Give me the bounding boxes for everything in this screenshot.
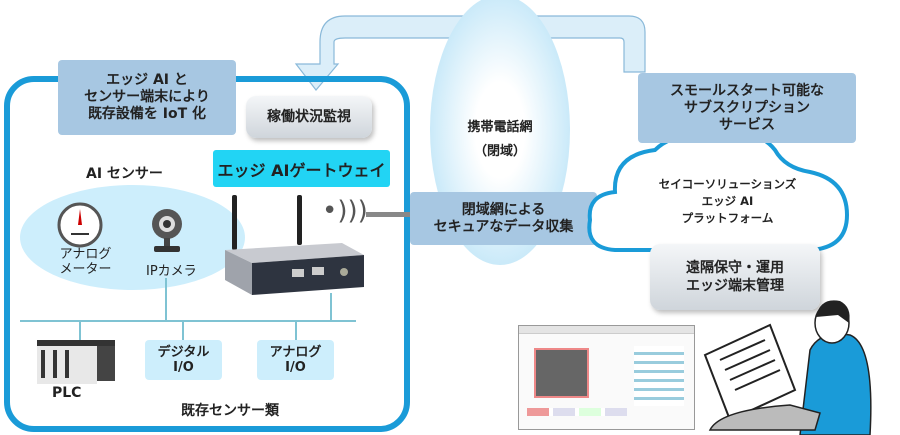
label-line: サブスクリプション — [684, 99, 810, 116]
mobile-network-subtitle: （閉域） — [473, 144, 526, 159]
sensor-bus — [20, 320, 356, 322]
bus-drop — [330, 293, 332, 321]
edge-ai-gateway-device — [225, 195, 364, 295]
secure-data-collection-label: 閉域網による セキュアなデータ収集 — [410, 192, 597, 245]
ip-camera-label: IPカメラ — [146, 264, 197, 279]
screenshot-camera-view — [534, 348, 589, 398]
label-line: セキュアなデータ収集 — [433, 218, 574, 235]
plc-icon — [37, 340, 115, 384]
label-line: エッジ端末管理 — [686, 278, 784, 294]
ip-camera-icon — [152, 209, 182, 252]
edge-ai-iot-label: エッジ AI と センサー端末により 既存設備を IoT 化 — [58, 60, 236, 135]
analog-meter-label: アナログ メーター — [48, 247, 123, 277]
wireless-signal-icon: •))) — [322, 196, 368, 226]
bus-drop — [79, 320, 81, 342]
analog-io-box: アナログ I/O — [257, 340, 334, 380]
operator-person-icon — [703, 300, 872, 435]
ai-sensor-group — [20, 185, 245, 290]
label-line: アナログ — [59, 247, 112, 262]
label-line: デジタル — [157, 345, 210, 360]
label-line: セイコーソリューションズ — [658, 177, 797, 191]
bus-drop — [182, 320, 184, 340]
screenshot-tiles — [527, 408, 627, 416]
digital-io-box: デジタル I/O — [145, 340, 222, 380]
label-line: アナログ — [269, 345, 322, 360]
subscription-service-label: スモールスタート可能な サブスクリプション サービス — [638, 73, 856, 143]
gateway-uplink-line — [366, 212, 416, 217]
label-line: サービス — [719, 116, 775, 133]
dashboard-screenshot — [518, 325, 695, 430]
gateway-text: エッジ AIゲートウェイ — [217, 160, 386, 180]
label-line: スモールスタート可能な — [670, 82, 824, 99]
bus-drop — [165, 278, 167, 321]
label-line: 閉域網による — [461, 201, 546, 218]
remote-management-label: 遠隔保守・運用 エッジ端末管理 — [650, 244, 820, 310]
label-line: 遠隔保守・運用 — [686, 260, 784, 276]
screenshot-titlebar — [519, 326, 694, 334]
headline-line: エッジ AI と — [106, 72, 188, 88]
plc-label: PLC — [52, 385, 82, 401]
edge-ai-gateway-label: エッジ AIゲートウェイ — [213, 150, 390, 187]
ai-sensor-title: AI センサー — [86, 166, 163, 182]
label-line: メーター — [59, 262, 112, 277]
mobile-network-title: 携帯電話網 — [467, 120, 533, 135]
analog-meter-icon — [57, 202, 103, 248]
edge-ai-platform-label: セイコーソリューションズ エッジ AI プラットフォーム — [635, 176, 820, 227]
headline-line: センサー端末により — [84, 89, 210, 105]
headline-line: 既存設備を IoT 化 — [87, 106, 207, 122]
monitoring-text: 稼働状況監視 — [267, 109, 351, 125]
existing-sensors-label: 既存センサー類 — [181, 403, 279, 419]
label-line: エッジ AI — [701, 194, 754, 208]
label-line: I/O — [173, 360, 194, 375]
operation-monitoring-label: 稼働状況監視 — [246, 96, 372, 138]
screenshot-panel — [634, 346, 684, 406]
label-line: プラットフォーム — [681, 211, 774, 225]
bus-drop — [295, 320, 297, 340]
label-line: I/O — [285, 360, 306, 375]
